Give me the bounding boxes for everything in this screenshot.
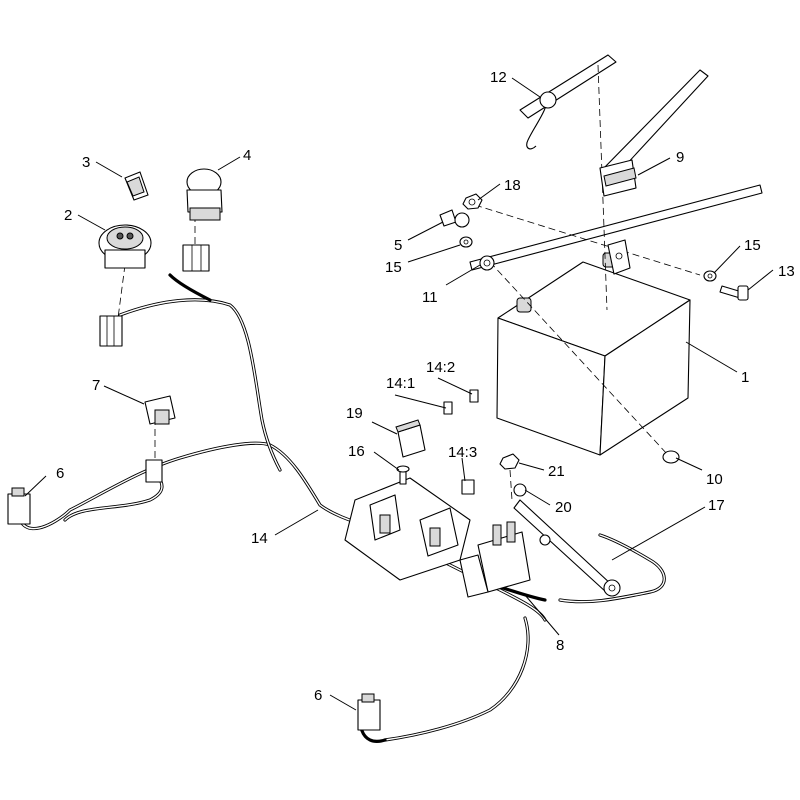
connector-plug-left (7, 487, 31, 525)
ignition-switch (98, 224, 152, 269)
callout-21: 21 (548, 463, 565, 480)
callout-6-bottom: 6 (314, 687, 322, 704)
callout-19: 19 (346, 405, 363, 422)
callout-4: 4 (243, 147, 251, 164)
pto-switch (186, 168, 223, 221)
callout-14-2: 14:2 (426, 359, 455, 376)
callout-11: 11 (422, 289, 438, 306)
connector-pto (182, 244, 210, 272)
callout-17: 17 (708, 497, 725, 514)
connector-plug-bottom (357, 693, 381, 731)
callout-14-3: 14:3 (448, 444, 477, 461)
terminal-cap (662, 450, 680, 464)
hook (526, 91, 557, 150)
terminal-20 (513, 483, 527, 497)
callout-12: 12 (490, 69, 507, 86)
battery (496, 252, 691, 456)
starter-solenoid (459, 521, 531, 598)
connector-ignition (99, 315, 123, 347)
nut-18 (462, 193, 483, 210)
terminal-boot (599, 159, 637, 197)
callout-10: 10 (706, 471, 723, 488)
callout-16: 16 (348, 443, 365, 460)
callout-9: 9 (676, 149, 684, 166)
wing-nut (439, 209, 470, 228)
fuse-14-2 (469, 389, 479, 403)
fuse-block (344, 477, 471, 581)
battery-cable (513, 499, 621, 597)
washer-15-left (459, 236, 473, 248)
callout-labels: 1 2 3 4 5 6 6 7 8 9 10 11 12 13 14 14:1 … (56, 69, 795, 704)
bolt-13 (719, 285, 749, 301)
leader-lines (24, 77, 774, 711)
hold-down-rods (469, 54, 763, 271)
cable-terminal (479, 255, 495, 271)
callout-6-left: 6 (56, 465, 64, 482)
connector-14-3 (461, 479, 475, 495)
callout-2: 2 (64, 207, 72, 224)
callout-20: 20 (555, 499, 572, 516)
seat-switch (144, 395, 176, 425)
callout-14: 14 (251, 530, 268, 547)
callout-5: 5 (394, 237, 402, 254)
callout-3: 3 (82, 154, 90, 171)
callout-1: 1 (741, 369, 749, 386)
relay (395, 419, 426, 458)
callout-13: 13 (778, 263, 795, 280)
key-switch-cover (124, 171, 149, 201)
callout-15-right: 15 (744, 237, 761, 254)
callout-15-left: 15 (385, 259, 402, 276)
callout-14-1: 14:1 (386, 375, 415, 392)
callout-8: 8 (556, 637, 564, 654)
screw-16 (396, 465, 410, 485)
washer-15-right (703, 270, 717, 282)
nut-21 (499, 453, 520, 470)
callout-7: 7 (92, 377, 100, 394)
connector-seat (145, 459, 163, 483)
battery-clamp (607, 239, 631, 275)
callout-18: 18 (504, 177, 521, 194)
